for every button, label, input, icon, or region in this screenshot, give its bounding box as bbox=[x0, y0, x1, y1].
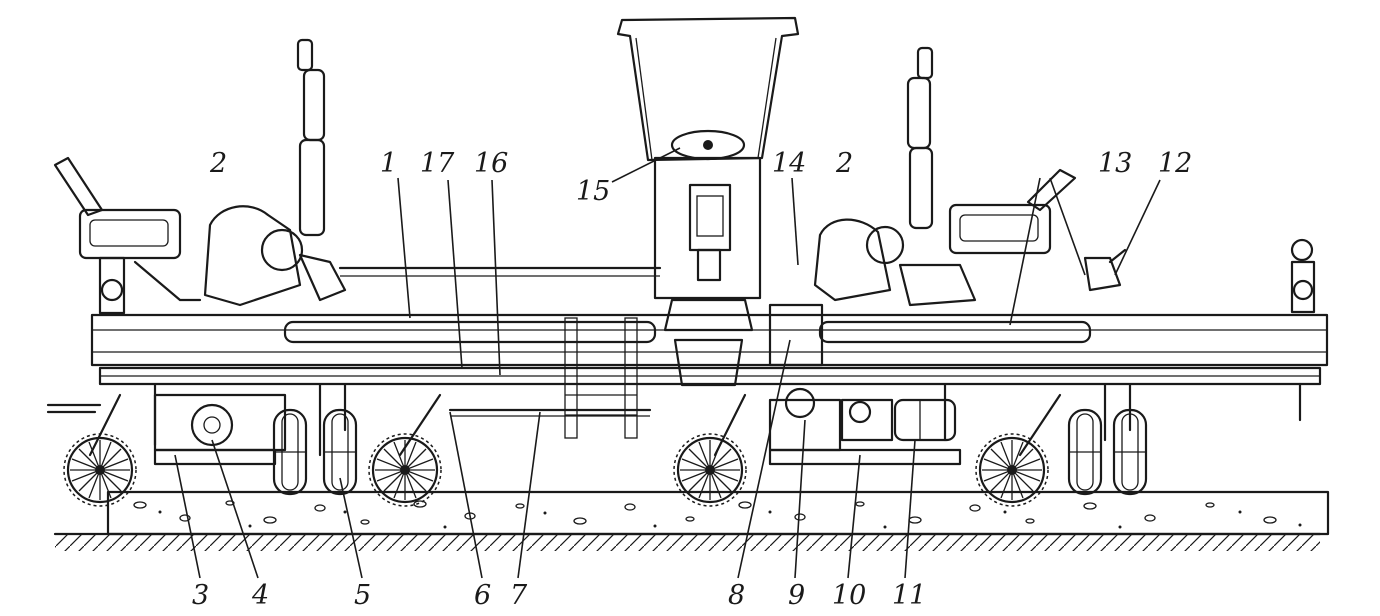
right-power-unit bbox=[813, 46, 1316, 314]
callout-11: 11 bbox=[892, 580, 926, 611]
leader-lines bbox=[174, 147, 1161, 579]
callout-9: 9 bbox=[788, 580, 805, 611]
callout-4: 4 bbox=[251, 580, 269, 611]
callout-10: 10 bbox=[832, 580, 866, 611]
callout-17: 17 bbox=[420, 148, 455, 179]
callout-8: 8 bbox=[728, 580, 745, 611]
callout-12: 12 bbox=[1158, 148, 1192, 179]
lower-assemblies bbox=[46, 382, 1302, 466]
callout-1: 1 bbox=[380, 148, 397, 179]
callout-16: 16 bbox=[474, 148, 508, 179]
main-frame bbox=[90, 303, 1329, 439]
callout-5: 5 bbox=[354, 580, 371, 611]
callout-6: 6 bbox=[474, 580, 491, 611]
callout-3: 3 bbox=[192, 580, 209, 611]
callout-2b: 2 bbox=[835, 148, 853, 179]
operator-cab bbox=[616, 16, 800, 387]
callout-7: 7 bbox=[510, 580, 528, 611]
left-power-unit bbox=[53, 38, 662, 315]
callout-15: 15 bbox=[576, 176, 610, 207]
callout-labels: 1 2 2 3 4 5 6 7 8 9 10 11 12 13 14 15 16… bbox=[192, 148, 1192, 611]
callout-13: 13 bbox=[1098, 148, 1132, 179]
callout-2a: 2 bbox=[209, 148, 227, 179]
callout-14: 14 bbox=[772, 148, 806, 179]
